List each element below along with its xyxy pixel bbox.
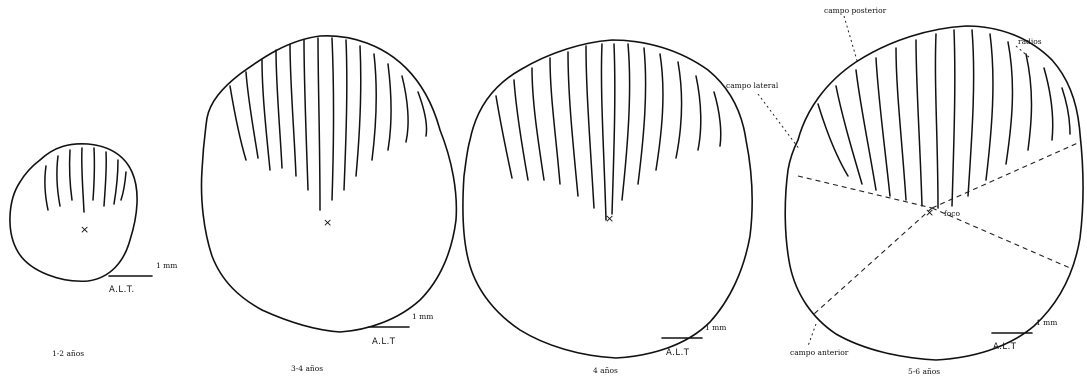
signature-2: A.L.T <box>372 337 396 347</box>
scale-bar-1: 1 mm A.L.T. <box>109 261 177 295</box>
focus-mark-4: × <box>925 206 934 219</box>
scale-outline-4 <box>785 26 1083 360</box>
scale-radii-4 <box>818 30 1070 208</box>
scale-bar-label-1: 1 mm <box>156 261 177 270</box>
label-campo-posterior: campo posterior <box>824 6 887 15</box>
focus-mark-1: × <box>80 223 89 236</box>
age-label-2: 3-4 años <box>291 364 323 373</box>
scale-radii-3 <box>496 44 721 220</box>
scale-outline-2 <box>201 36 456 332</box>
signature-4: A.L.T <box>993 342 1017 352</box>
scale-bar-label-4: 1 mm <box>1036 318 1057 327</box>
age-label-4: 5-6 años <box>908 367 940 376</box>
scale-bar-label-2: 1 mm <box>412 312 433 321</box>
age-label-1: 1-2 años <box>52 349 84 358</box>
scale-radii-2 <box>230 38 427 210</box>
scale-bar-3: 1 mm A.L.T <box>662 323 726 358</box>
scale-radii-1 <box>45 148 126 212</box>
scale-figure-1: × 1 mm A.L.T. 1-2 años <box>10 144 177 358</box>
focus-mark-3: × <box>605 212 614 225</box>
focus-mark-2: × <box>323 216 332 229</box>
label-radios: radios <box>1018 37 1042 46</box>
label-leaders <box>758 16 1030 346</box>
label-campo-anterior: campo anterior <box>790 348 849 357</box>
signature-1: A.L.T. <box>109 285 135 295</box>
focus-label: foco <box>944 209 960 218</box>
signature-3: A.L.T <box>666 348 690 358</box>
scale-figure-2: × 1 mm A.L.T 3-4 años <box>201 36 456 373</box>
label-campo-lateral: campo lateral <box>726 81 779 90</box>
scale-bar-2: 1 mm A.L.T <box>368 312 433 347</box>
field-boundaries <box>798 142 1080 314</box>
scale-bar-label-3: 1 mm <box>705 323 726 332</box>
scale-outline-3 <box>463 40 752 358</box>
age-label-3: 4 años <box>593 366 618 375</box>
scale-bar-4: 1 mm A.L.T <box>992 318 1057 352</box>
scale-figure-4: × foco campo posterior campo lateral rad… <box>726 6 1083 376</box>
scale-figure-3: × 1 mm A.L.T 4 años <box>463 40 752 375</box>
